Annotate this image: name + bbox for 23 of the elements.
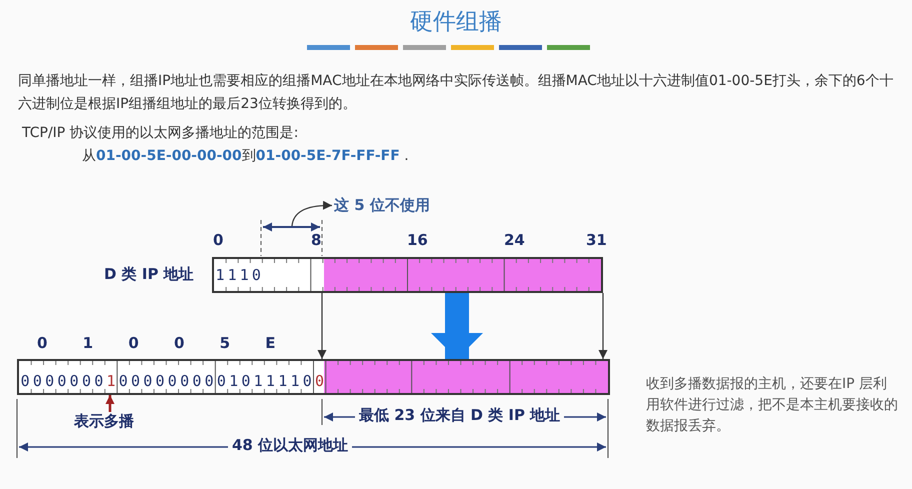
hex-digits: 0 1 0 0 5 E	[37, 334, 276, 352]
arrow	[431, 293, 483, 359]
dimension-label: 最低 23 位来自 D 类 IP 地址	[355, 406, 564, 425]
field-label: D 类 IP 地址	[104, 265, 194, 284]
leader-line	[106, 395, 114, 412]
callout-text: 这 5 位不使用	[334, 196, 430, 215]
bit-index: 31	[586, 231, 607, 249]
callout-text: 表示多播	[74, 412, 134, 431]
bit-index: 8	[311, 231, 322, 249]
title: 硬件组播	[409, 8, 503, 37]
arrow	[318, 293, 326, 359]
bit-index: 24	[504, 231, 525, 249]
arrow	[598, 293, 608, 359]
address-range: 从01-00-5E-00-00-00到01-00-5E-7F-FF-FF .	[82, 147, 409, 166]
bit-index: 16	[407, 231, 428, 249]
paragraph: TCP/IP 协议使用的以太网多播地址的范围是:	[22, 124, 298, 143]
dimension-label: 48 位以太网地址	[228, 436, 352, 455]
note-text: 收到多播数据报的主机，还要在IP 层利用软件进行过滤，把不是本主机要接收的数据报丢弃。	[646, 375, 899, 436]
leader-line	[291, 200, 332, 226]
bit-index: 0	[213, 231, 224, 249]
paragraph: 同单播地址一样，组播IP地址也需要相应的组播MAC地址在本地网络中实际传送帧。组播MAC地址以十六进制值01-00-5E打头，余下的6个十六进制位是根据IP组播组地址的最后23位转换得到的。	[18, 72, 894, 114]
mac-address-field	[17, 359, 610, 395]
ip-address-field	[212, 257, 603, 293]
